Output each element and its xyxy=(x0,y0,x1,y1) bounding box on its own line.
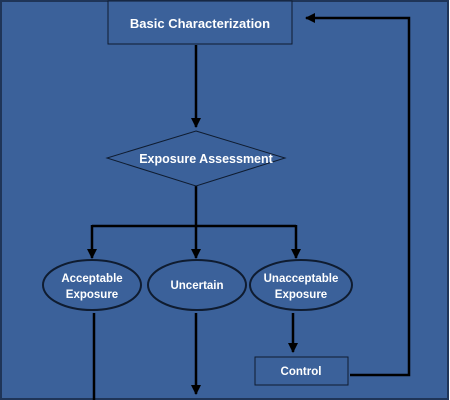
node-exposure-assessment-label: Exposure Assessment xyxy=(139,152,273,166)
node-unacceptable-exposure-line1: Unacceptable xyxy=(264,273,339,285)
node-uncertain-label: Uncertain xyxy=(170,280,223,292)
node-basic-characterization xyxy=(107,0,293,45)
node-unacceptable-exposure-line2: Exposure xyxy=(275,289,327,301)
node-basic-characterization-label: Basic Characterization xyxy=(130,16,270,31)
node-unacceptable-exposure xyxy=(249,259,353,311)
node-control-label: Control xyxy=(281,366,322,378)
node-control xyxy=(254,356,349,386)
node-uncertain xyxy=(147,259,247,311)
node-acceptable-exposure xyxy=(42,259,142,311)
node-acceptable-exposure-line1: Acceptable xyxy=(61,273,122,285)
node-exposure-assessment xyxy=(105,130,287,187)
connectors xyxy=(87,13,411,400)
node-acceptable-exposure-line2: Exposure xyxy=(66,289,118,301)
edge-control-feedback-loop xyxy=(305,13,411,377)
